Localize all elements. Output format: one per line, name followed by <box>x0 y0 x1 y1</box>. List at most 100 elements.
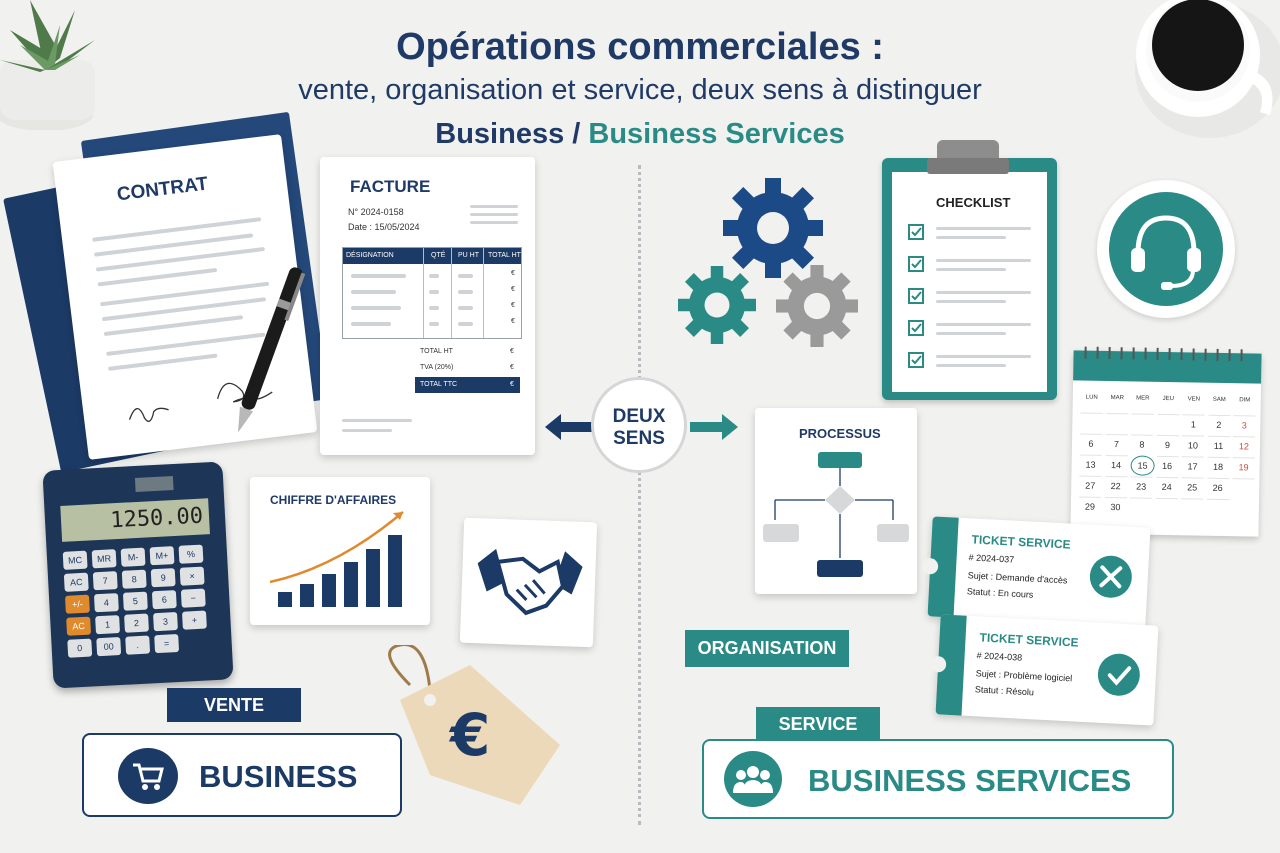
calculator-key[interactable]: 9 <box>150 568 176 588</box>
calculator-key[interactable]: 5 <box>122 591 148 611</box>
calendar-day[interactable]: 30 <box>1104 496 1127 517</box>
calendar-day[interactable] <box>1206 498 1229 519</box>
calendar-day[interactable]: 10 <box>1181 435 1205 455</box>
calendar-day[interactable] <box>1105 412 1129 433</box>
calculator-key[interactable]: 3 <box>153 612 178 632</box>
banner-business-services: BUSINESS SERVICES <box>702 739 1174 819</box>
calculator-key[interactable]: AC <box>66 616 92 636</box>
calculator-key[interactable]: + <box>181 610 207 630</box>
calculator-key[interactable]: 4 <box>93 593 119 613</box>
calendar-day[interactable] <box>1080 412 1103 432</box>
calendar-day[interactable]: 11 <box>1207 435 1230 456</box>
calendar-day[interactable]: 26 <box>1206 477 1229 498</box>
revenue-card: CHIFFRE D'AFFAIRES <box>250 477 430 625</box>
calendar-day[interactable]: 6 <box>1079 433 1103 453</box>
headset-icon <box>1097 180 1235 318</box>
calendar-day[interactable]: 23 <box>1130 476 1153 496</box>
invoice-row2-currency: € <box>511 286 515 293</box>
calculator-key[interactable]: MR <box>91 549 117 569</box>
calendar-day[interactable]: 14 <box>1104 454 1128 475</box>
checklist-line <box>936 355 1031 358</box>
calendar-day[interactable]: 12 <box>1232 436 1256 456</box>
process-card: PROCESSUS <box>755 408 917 594</box>
calendar-day[interactable] <box>1180 498 1204 518</box>
checkbox-checked-icon <box>908 320 924 336</box>
calendar-day[interactable] <box>1129 497 1153 517</box>
calendar-day[interactable]: 17 <box>1181 456 1204 476</box>
calculator-key[interactable]: 6 <box>151 590 177 610</box>
subtitle-business: Business <box>435 118 565 150</box>
calendar-day[interactable]: 25 <box>1181 477 1204 497</box>
invoice-col-pu: PU HT <box>458 252 479 259</box>
calculator-key[interactable]: M+ <box>149 546 175 566</box>
process-flowchart <box>763 452 909 577</box>
handshake-icon <box>477 548 583 616</box>
calculator-key[interactable]: 2 <box>124 613 149 633</box>
calendar-day[interactable]: 15 <box>1130 455 1155 476</box>
calculator-key[interactable]: . <box>125 635 151 655</box>
invoice-date: Date : 15/05/2024 <box>348 222 420 232</box>
calendar-day[interactable]: 29 <box>1078 496 1102 516</box>
calculator-key[interactable]: +/- <box>64 594 90 614</box>
price-tag-euro-icon: € <box>370 643 570 815</box>
calendar-day[interactable]: 19 <box>1232 457 1255 477</box>
invoice-title: FACTURE <box>350 177 431 196</box>
calendar-day[interactable]: 24 <box>1155 476 1178 497</box>
calculator-key[interactable]: % <box>178 544 204 564</box>
calendar-weekday: MER <box>1136 395 1150 402</box>
calendar-day[interactable]: 3 <box>1233 415 1256 435</box>
calendar-day[interactable]: 8 <box>1130 434 1154 454</box>
left-arrow <box>545 414 593 440</box>
ticket-status: Statut : En cours <box>966 586 1034 600</box>
handshake-card <box>459 517 598 648</box>
invoice-tva: TVA (20%) <box>420 364 454 371</box>
center-label-line1: DEUX <box>612 406 666 427</box>
calculator-key[interactable]: × <box>179 566 205 586</box>
calendar-day[interactable] <box>1155 497 1178 518</box>
checklist-line <box>936 300 1006 303</box>
ticket-number: # 2024-037 <box>968 552 1015 565</box>
calendar-day[interactable]: 16 <box>1155 455 1179 476</box>
checklist-clipboard: CHECKLIST <box>882 140 1057 400</box>
calendar-day[interactable]: 7 <box>1105 433 1128 454</box>
pen-icon <box>228 258 308 448</box>
calculator-key[interactable]: 00 <box>96 637 122 657</box>
checklist-line <box>936 227 1031 230</box>
calendar-day[interactable]: 13 <box>1079 454 1102 474</box>
calendar-day[interactable] <box>1232 478 1255 498</box>
calculator-key[interactable]: M- <box>120 547 146 567</box>
calculator-key[interactable]: = <box>154 633 180 654</box>
ticket-title: TICKET SERVICE <box>971 532 1071 552</box>
subtitle-business-services: Business Services <box>588 118 845 150</box>
invoice-row3-currency: € <box>511 302 515 309</box>
calculator-key[interactable]: MC <box>62 550 88 570</box>
calculator-key[interactable]: AC <box>63 572 89 592</box>
calendar-day[interactable]: 9 <box>1156 434 1179 455</box>
calendar-day[interactable]: 18 <box>1206 456 1230 477</box>
checklist-line <box>936 259 1031 262</box>
calendar-day[interactable] <box>1131 413 1154 433</box>
cart-icon <box>118 748 178 804</box>
right-arrow <box>690 414 738 440</box>
calculator-key[interactable]: 7 <box>92 571 118 591</box>
calculator-key[interactable]: − <box>180 588 206 608</box>
wrench-icon <box>1088 554 1133 599</box>
calendar-day[interactable]: 27 <box>1079 475 1102 495</box>
invoice-total-ht: TOTAL HT <box>420 348 453 355</box>
invoice-total-ttc-value: € <box>510 381 514 388</box>
calendar-day[interactable]: 1 <box>1182 414 1205 434</box>
calendar-day[interactable] <box>1156 413 1180 434</box>
ticket-subject: Sujet : Demande d'accès <box>967 570 1068 586</box>
checklist-title: CHECKLIST <box>936 195 1011 210</box>
calendar-day[interactable]: 22 <box>1104 475 1127 496</box>
calendar-day[interactable]: 2 <box>1207 414 1231 435</box>
invoice-table: DÉSIGNATION QTÉ PU HT TOTAL HT € € € € <box>342 247 522 339</box>
calculator-key[interactable]: 1 <box>95 615 121 635</box>
calculator-key[interactable]: 8 <box>121 569 147 589</box>
invoice-total-ht-value: € <box>510 348 514 355</box>
calculator-key[interactable]: 0 <box>67 638 93 658</box>
